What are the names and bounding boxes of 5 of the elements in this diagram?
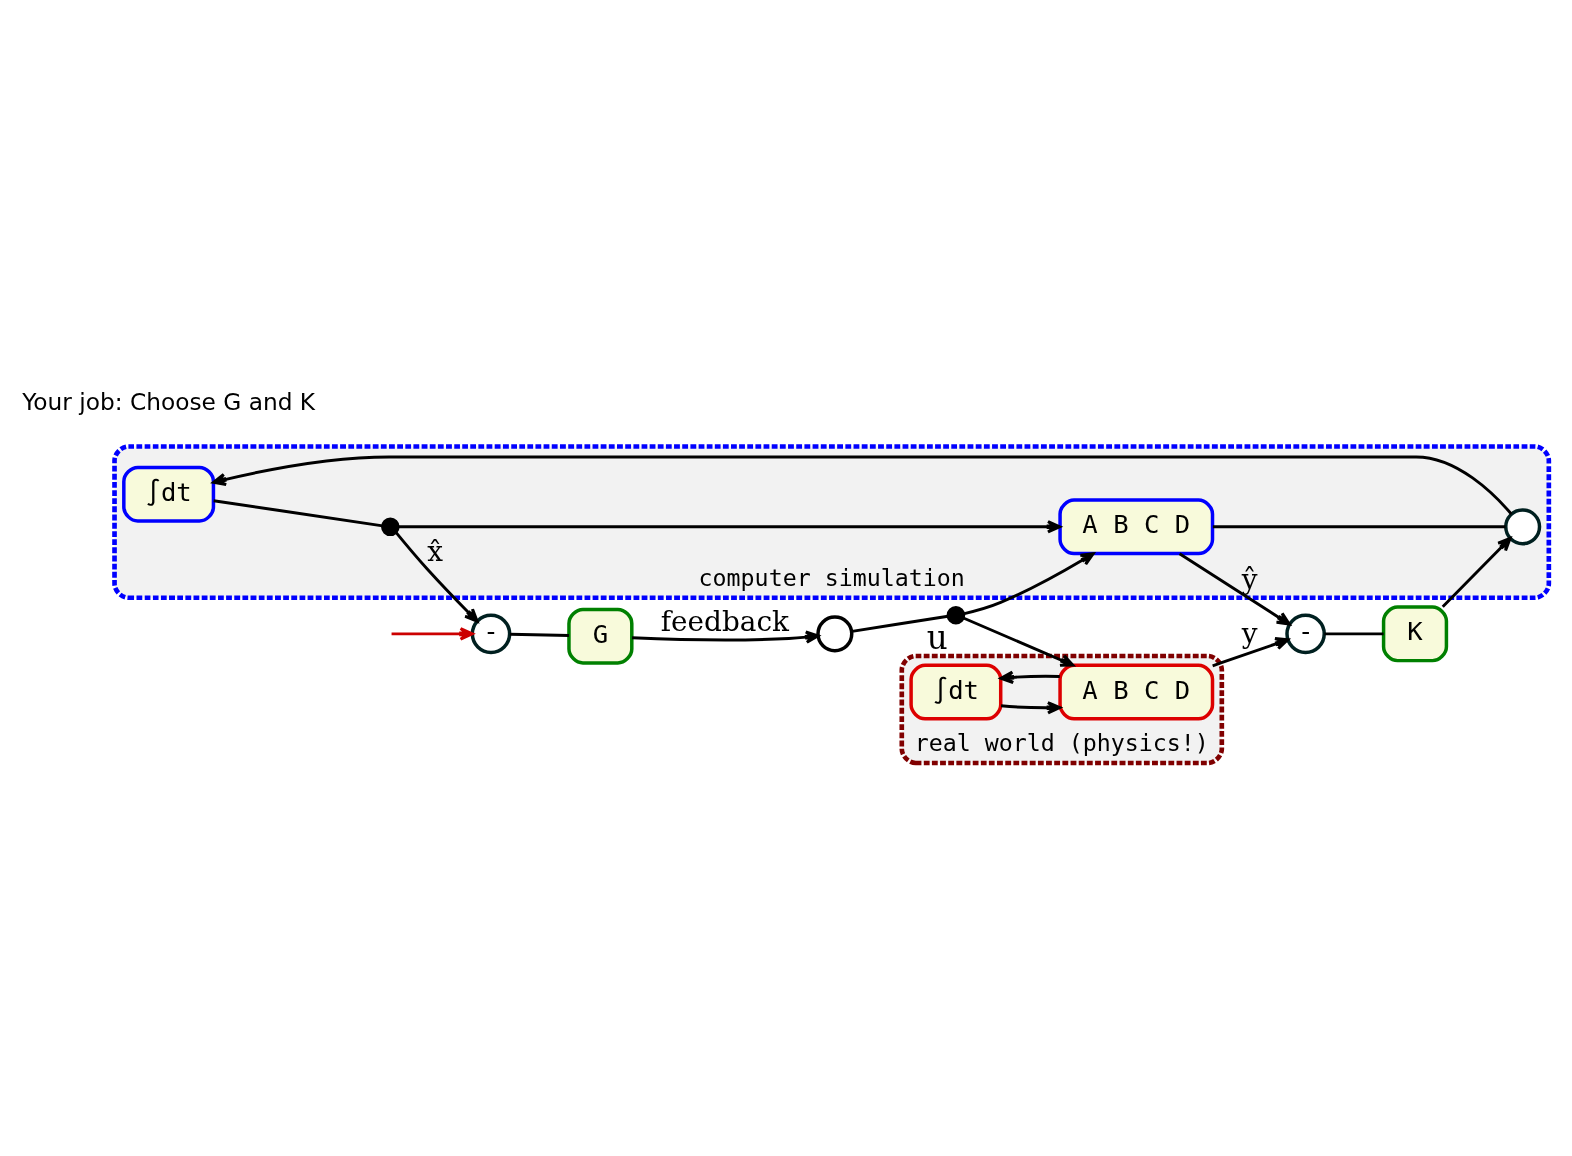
edge-label: y (1241, 617, 1258, 651)
edge-label: ŷ (1241, 562, 1258, 596)
label: Your job: Choose G and K (22, 388, 316, 416)
edge-label: feedback (660, 604, 790, 638)
edge-label: x̂ (427, 534, 444, 568)
